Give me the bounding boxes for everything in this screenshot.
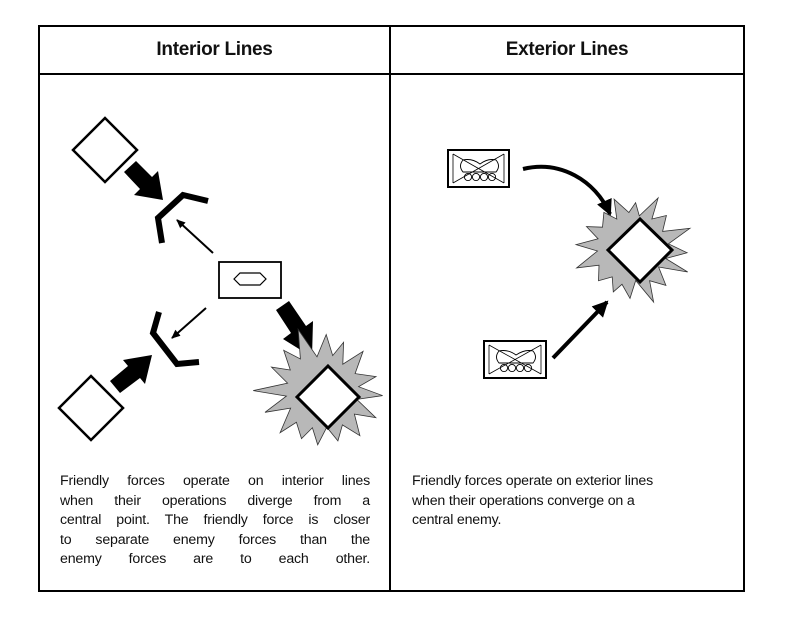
caption-line: when their operations converge on a <box>412 492 635 509</box>
friendly-armor-unit-icon <box>483 340 547 379</box>
caption-line: when their operations diverge from a <box>60 492 370 509</box>
caption-line: central enemy. <box>412 512 502 529</box>
enemy-advance-arrow-icon <box>124 161 163 200</box>
friendly-move-arrow-icon <box>176 219 214 254</box>
header-divider <box>40 73 743 75</box>
enemy-unit-diamond-icon <box>57 374 125 442</box>
friendly-unit-icon <box>218 261 282 299</box>
comparison-table: Interior Lines Exterior Lines Friendly f… <box>38 25 745 592</box>
header-exterior-lines: Exterior Lines <box>505 39 629 60</box>
interior-lines-caption: Friendly forces operate on interior line… <box>60 472 370 570</box>
caption-line: enemy forces are to each other. <box>60 551 370 568</box>
friendly-move-arrow-icon <box>171 307 207 339</box>
engaged-enemy-diamond-icon <box>605 216 675 285</box>
exterior-lines-caption: Friendly forces operate on exterior line… <box>412 472 730 531</box>
caption-line: to separate enemy forces than the <box>60 531 370 548</box>
engaged-enemy-diamond-icon <box>294 363 362 431</box>
column-divider <box>389 27 391 590</box>
blocking-position-bracket-icon <box>149 311 200 368</box>
blocking-position-bracket-icon <box>154 191 209 244</box>
enemy-advance-arrow-icon <box>110 355 152 393</box>
enemy-unit-diamond-icon <box>71 116 139 184</box>
converging-attack-arrow-icon <box>522 164 612 216</box>
caption-line: central point. The friendly force is clo… <box>60 512 370 529</box>
caption-line: Friendly forces operate on exterior line… <box>412 473 653 489</box>
friendly-armor-unit-icon <box>447 149 510 188</box>
caption-line: Friendly forces operate on interior line… <box>60 473 370 489</box>
header-interior-lines: Interior Lines <box>156 39 273 60</box>
converging-attack-arrow-icon <box>551 300 609 360</box>
